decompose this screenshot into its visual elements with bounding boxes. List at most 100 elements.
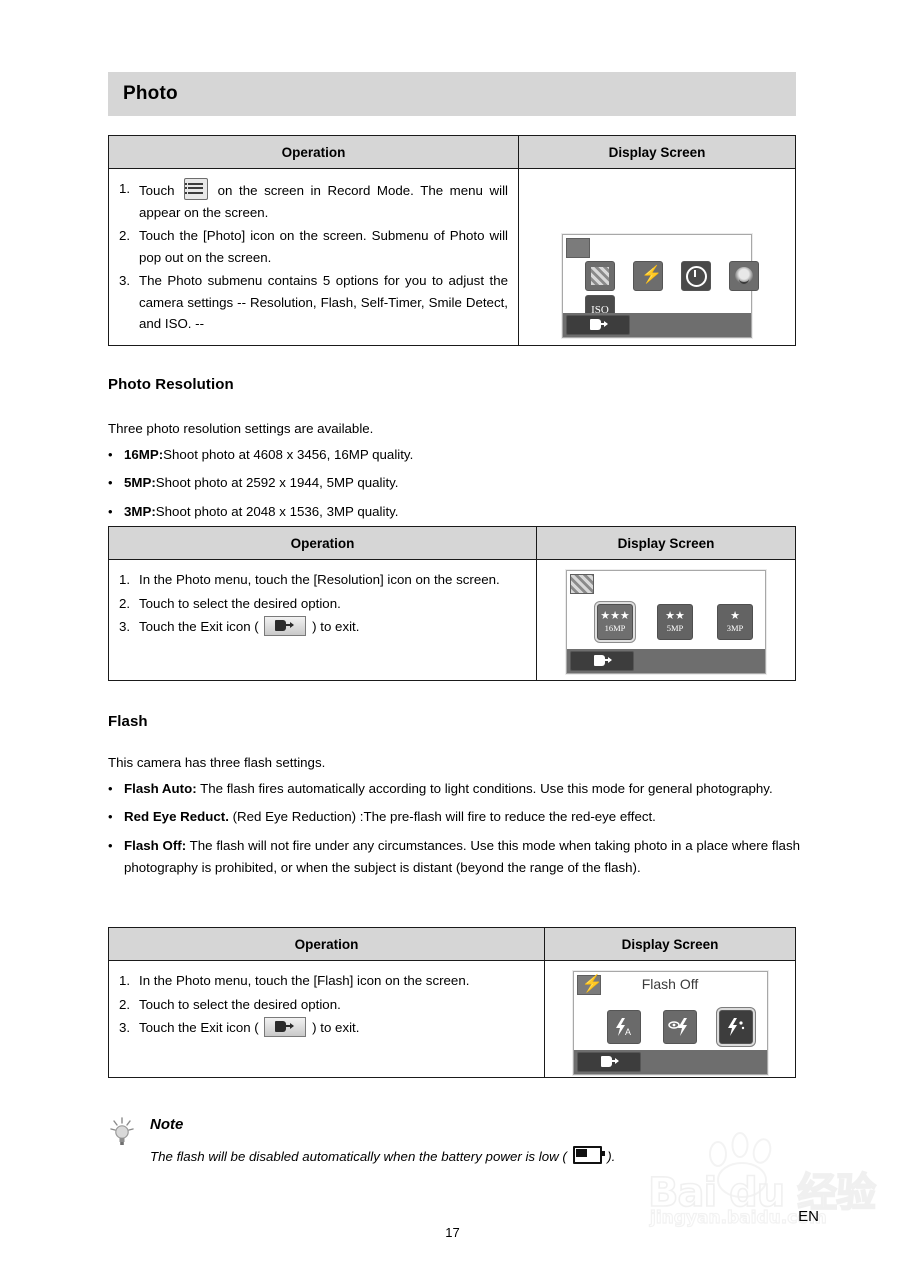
tile-label: 3MP — [726, 623, 744, 633]
bullet-bold: Red Eye Reduct. — [124, 809, 229, 825]
photo-resolution-intro: Three photo resolution settings are avai… — [108, 421, 374, 436]
list-item: 2. Touch to select the desired option. — [115, 994, 534, 1016]
exit-icon[interactable] — [576, 1052, 641, 1072]
list-item: 3. The Photo submenu contains 5 options … — [115, 270, 508, 335]
col-header-operation: Operation — [281, 144, 346, 160]
flash-auto-icon[interactable]: A — [606, 1010, 641, 1044]
table-header-row: Operation Display Screen — [109, 136, 795, 169]
display-screen-cell: ISO — [518, 169, 795, 346]
note-text-before: The flash will be disabled automatically… — [150, 1149, 567, 1164]
note-text-after: ). — [607, 1149, 616, 1164]
bullet-dot — [108, 472, 124, 494]
step-number: 1. — [119, 181, 131, 196]
camera-lcd-resolution: ★★★ 16MP ★★ 5MP ★ 3MP — [566, 570, 766, 674]
resolution-tile-3mp[interactable]: ★ 3MP — [717, 604, 753, 640]
col-header-operation: Operation — [294, 936, 359, 952]
lcd-bottom-bar — [563, 313, 751, 337]
step-text-before: Touch — [139, 183, 175, 198]
bullet-bold: 16MP: — [124, 447, 164, 462]
watermark-main-text: Bai du 经验 — [647, 1169, 877, 1217]
language-label: EN — [798, 1208, 819, 1225]
tile-label: 5MP — [666, 623, 684, 633]
step-text: The Photo submenu contains 5 options for… — [139, 273, 508, 332]
camera-lcd-photo-menu: ISO — [562, 234, 759, 338]
step-text: In the Photo menu, touch the [Resolution… — [139, 572, 500, 587]
photo-submenu-icon-row-1 — [585, 261, 759, 291]
list-item: Red Eye Reduct. (Red Eye Reduction) :The… — [108, 806, 800, 828]
step-text: In the Photo menu, touch the [Flash] ico… — [139, 973, 470, 988]
bullet-text: The flash will not fire under any circum… — [124, 837, 800, 875]
exit-icon[interactable] — [570, 651, 634, 671]
col-header-display-screen: Display Screen — [544, 928, 795, 960]
operation-steps: 1. In the Photo menu, touch the [Flash] … — [115, 970, 534, 1039]
resolution-mode-badge-icon — [570, 574, 594, 594]
tile-stars: ★★★ — [600, 610, 630, 622]
heading-flash: Flash — [108, 713, 148, 730]
smile-detect-icon[interactable] — [729, 261, 759, 291]
mode-badge-icon — [566, 238, 590, 258]
step-text: Touch to select the desired option. — [139, 996, 341, 1012]
flash-bolt-icon[interactable] — [633, 261, 663, 291]
bullet-text: Shoot photo at 4608 x 3456, 16MP quality… — [163, 447, 414, 462]
tile-stars: ★ — [730, 610, 740, 622]
flash-table: Operation Display Screen 1. In the Photo… — [108, 927, 796, 1078]
step-number: 2. — [119, 996, 131, 1012]
exit-icon — [264, 1017, 307, 1038]
exit-icon[interactable] — [566, 315, 630, 335]
step-text-after: ) to exit. — [312, 1020, 360, 1036]
step-number: 3. — [119, 1020, 131, 1036]
bullet-text: The flash fires automatically according … — [196, 781, 773, 796]
bullet-dot — [108, 835, 124, 880]
operation-cell: 1. In the Photo menu, touch the [Resolut… — [109, 560, 536, 681]
flash-intro: This camera has three flash settings. — [108, 755, 326, 770]
resolution-mosaic-icon[interactable] — [585, 261, 615, 291]
operation-steps: 1. Touch on the screen in Record Mode. T… — [115, 178, 508, 335]
page-title: Photo — [123, 83, 178, 104]
flash-auto-glyph: A — [615, 1018, 631, 1037]
step-text-after: on the screen in Record Mode. The menu w… — [139, 183, 508, 220]
list-item: 5MP:Shoot photo at 2592 x 1944, 5MP qual… — [108, 472, 798, 494]
low-battery-icon — [572, 1146, 605, 1164]
step-number: 1. — [119, 572, 131, 587]
operation-cell: 1. In the Photo menu, touch the [Flash] … — [109, 961, 544, 1078]
step-text-after: ) to exit. — [312, 619, 360, 635]
bullet-bold: Flash Auto: — [124, 781, 197, 796]
flash-bullets: Flash Auto: The flash fires automaticall… — [108, 778, 800, 885]
flash-tile-row: A — [606, 1010, 753, 1044]
menu-icon — [184, 178, 209, 200]
list-item: 16MP:Shoot photo at 4608 x 3456, 16MP qu… — [108, 444, 798, 466]
list-item: 1. In the Photo menu, touch the [Resolut… — [115, 569, 526, 591]
display-screen-cell: Flash Off A — [544, 961, 795, 1078]
self-timer-clock-icon[interactable] — [681, 261, 711, 291]
list-item: Flash Off: The flash will not fire under… — [108, 835, 800, 880]
tile-label: 16MP — [604, 623, 626, 633]
flash-off-glyph — [727, 1018, 744, 1036]
red-eye-reduction-icon[interactable] — [662, 1010, 697, 1044]
photo-resolution-bullets: 16MP:Shoot photo at 4608 x 3456, 16MP qu… — [108, 444, 798, 529]
list-item: 2. Touch the [Photo] icon on the screen.… — [115, 225, 508, 268]
resolution-table: Operation Display Screen 1. In the Photo… — [108, 526, 796, 681]
step-text: Touch the [Photo] icon on the screen. Su… — [139, 228, 508, 265]
bullet-bold: 3MP: — [124, 503, 156, 519]
display-screen-cell: ★★★ 16MP ★★ 5MP ★ 3MP — [536, 560, 795, 681]
bullet-dot — [108, 501, 124, 523]
photo-menu-table: Operation Display Screen 1. Touch on the… — [108, 135, 796, 346]
flash-off-icon[interactable] — [718, 1010, 753, 1044]
bullet-bold: 5MP: — [124, 475, 156, 491]
list-item: 1. Touch on the screen in Record Mode. T… — [115, 178, 508, 223]
resolution-tile-5mp[interactable]: ★★ 5MP — [657, 604, 693, 640]
col-header-display-screen: Display Screen — [518, 136, 795, 168]
step-number: 1. — [119, 973, 131, 988]
resolution-tile-16mp[interactable]: ★★★ 16MP — [597, 604, 633, 640]
table-body-row: 1. In the Photo menu, touch the [Resolut… — [109, 560, 795, 681]
table-body-row: 1. In the Photo menu, touch the [Flash] … — [109, 961, 795, 1078]
bullet-text: Shoot photo at 2048 x 1536, 3MP quality. — [155, 503, 399, 519]
operation-steps: 1. In the Photo menu, touch the [Resolut… — [115, 569, 526, 638]
exit-icon — [264, 616, 307, 637]
tile-stars: ★★ — [665, 610, 685, 622]
bullet-dot — [108, 778, 124, 800]
table-body-row: 1. Touch on the screen in Record Mode. T… — [109, 169, 795, 346]
step-text: Touch to select the desired option. — [139, 595, 341, 611]
lightbulb-icon — [110, 1117, 134, 1145]
